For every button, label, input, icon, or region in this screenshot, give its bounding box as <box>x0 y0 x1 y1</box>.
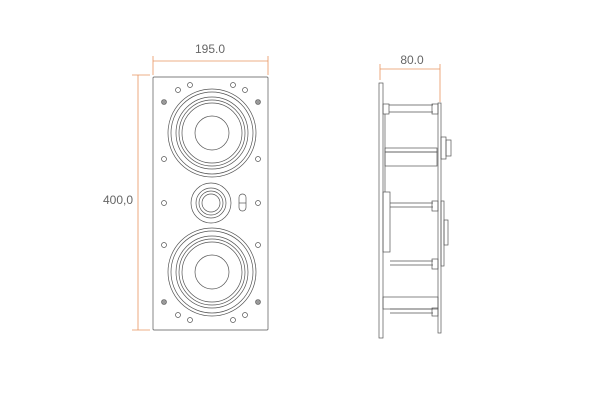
depth-label: 80.0 <box>400 53 424 67</box>
width-dimension: 195.0 <box>152 42 269 75</box>
mounting-holes <box>161 82 261 323</box>
tweeter-switch-icon <box>238 193 247 212</box>
depth-dimension: 80.0 <box>379 53 441 102</box>
front-baffle <box>152 76 269 331</box>
height-dimension: 400,0 <box>103 74 150 331</box>
width-label: 195.0 <box>195 42 225 56</box>
front-view: 195.0 400,0 <box>103 42 269 331</box>
lower-woofer <box>167 227 257 317</box>
height-label: 400,0 <box>103 193 133 207</box>
upper-woofer <box>167 88 257 178</box>
front-flange <box>378 82 384 339</box>
side-view: 80.0 <box>378 53 452 339</box>
tweeter <box>190 182 247 224</box>
back-plate <box>437 102 442 334</box>
